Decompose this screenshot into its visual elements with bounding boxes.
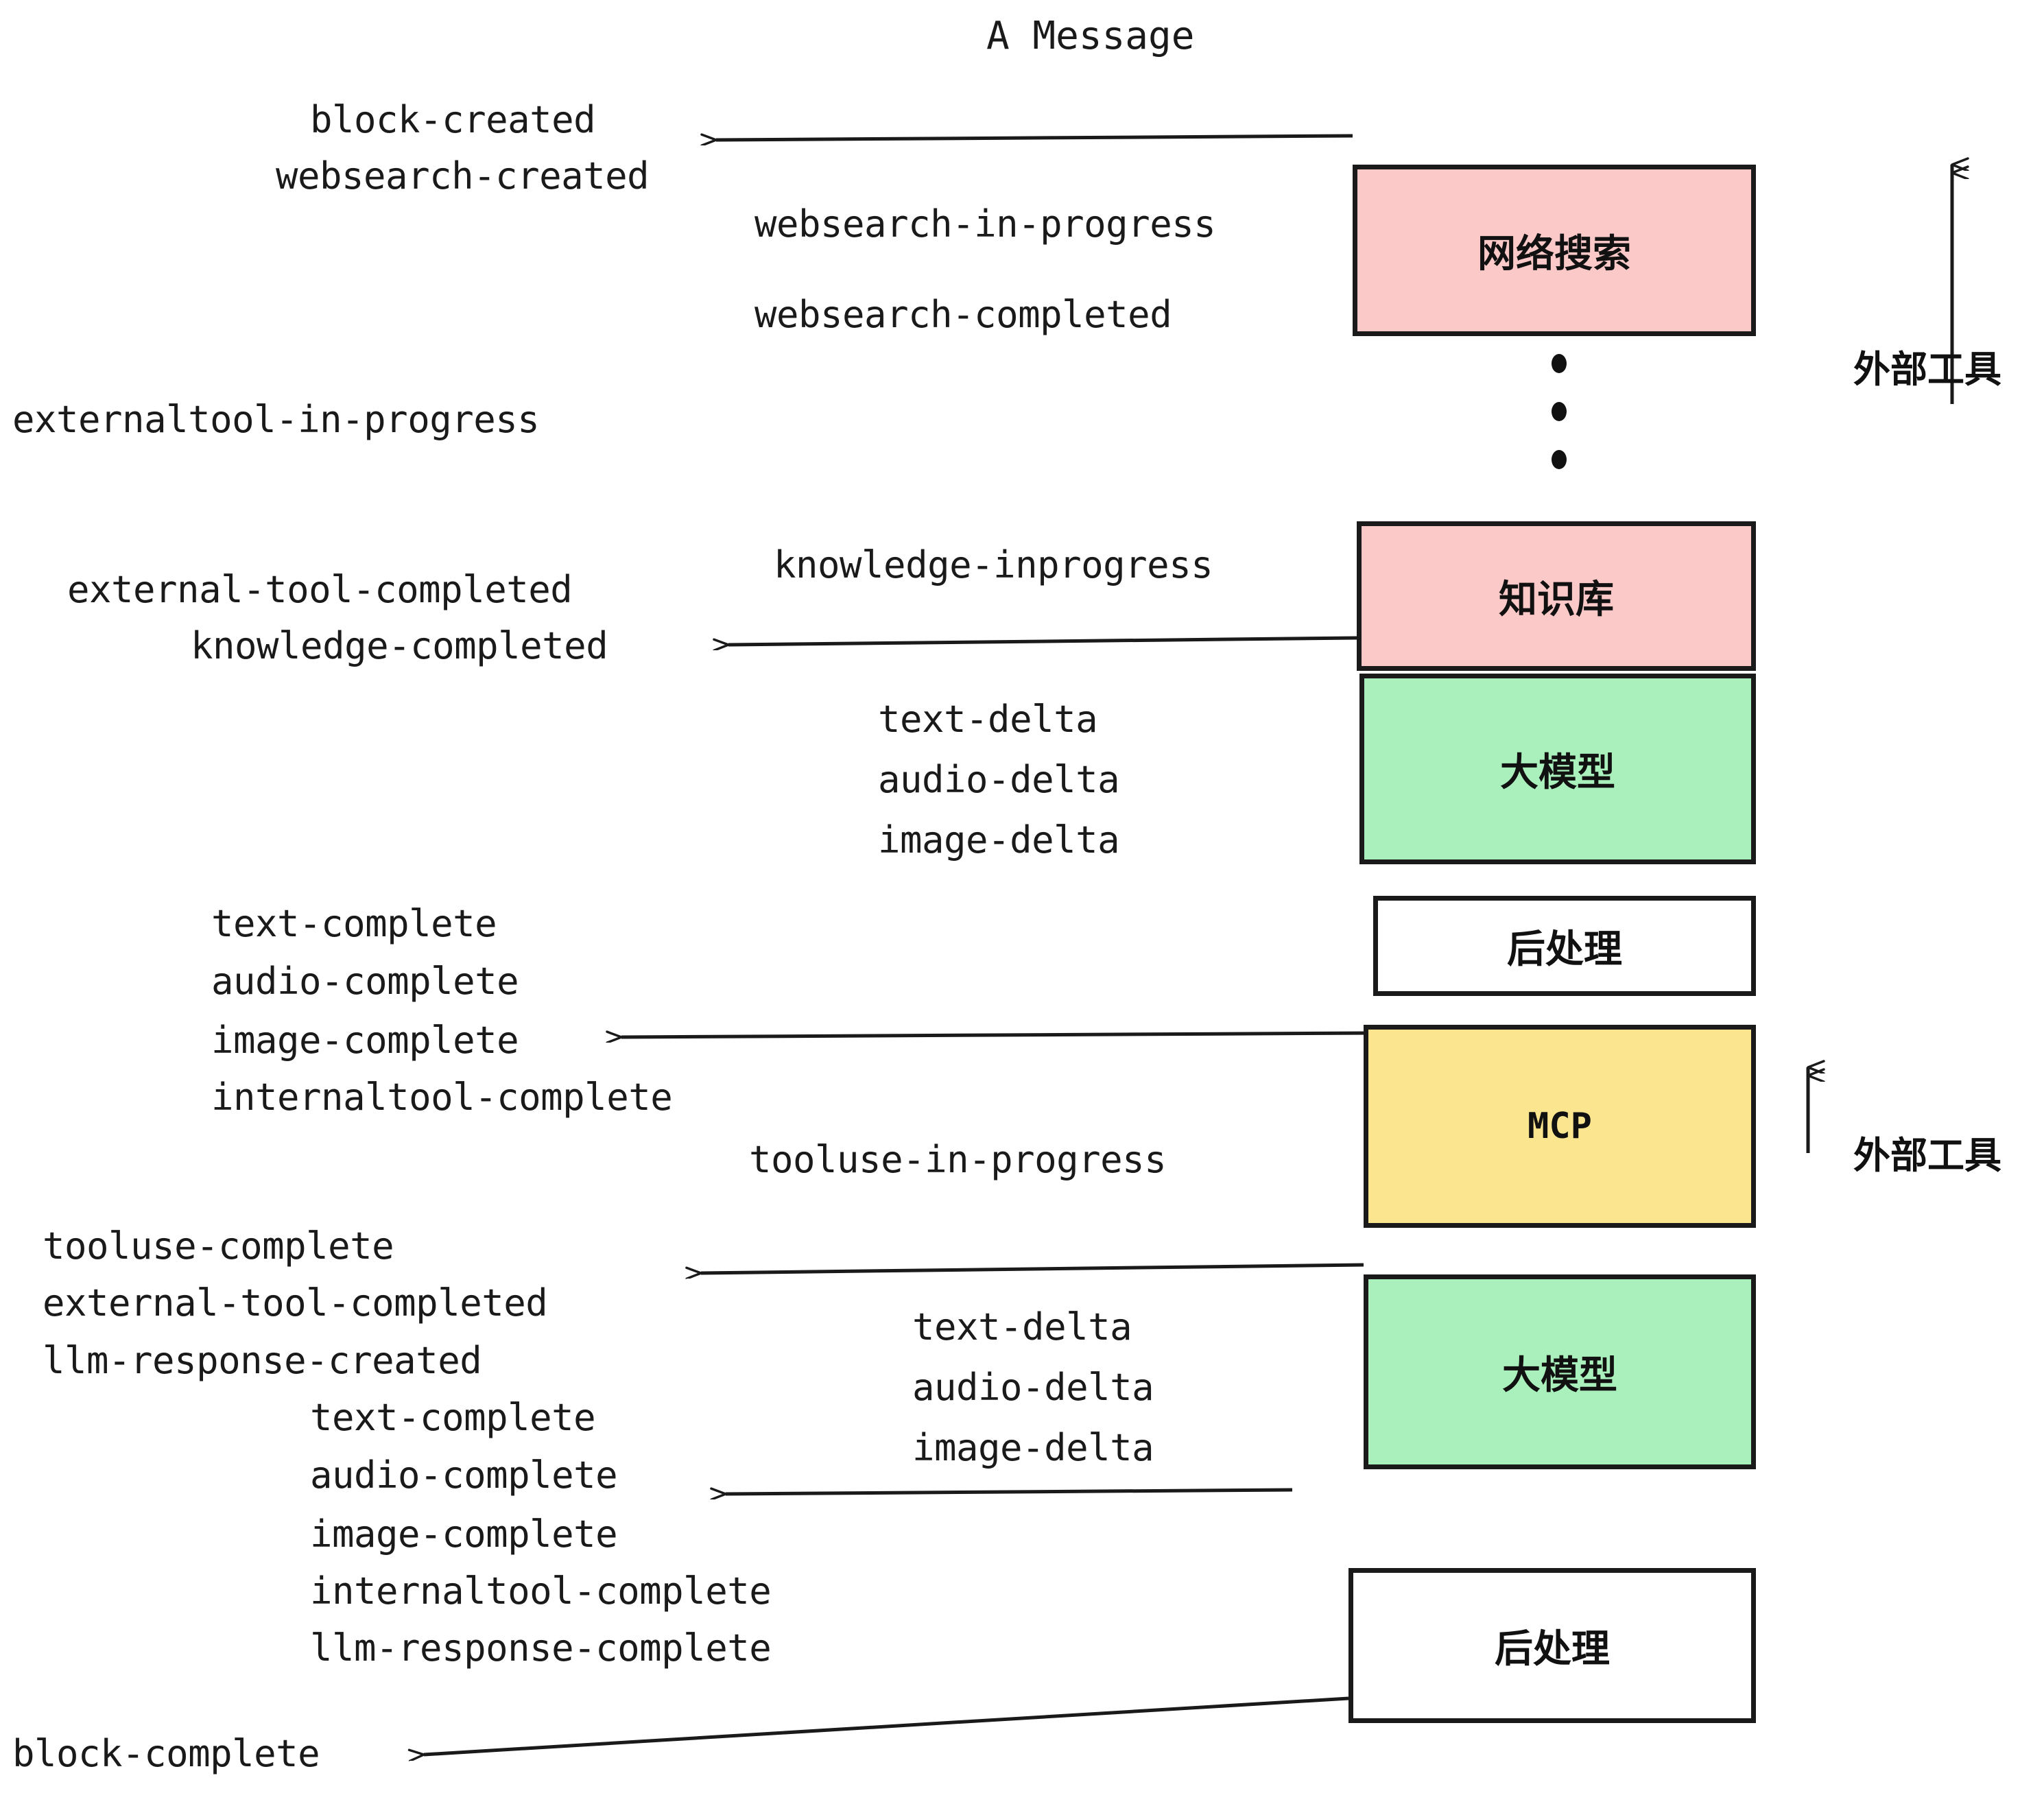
event-label: websearch-created: [276, 154, 650, 198]
event-label: image-delta: [912, 1426, 1154, 1469]
process-box-label: 知识库: [1499, 577, 1614, 622]
page-title: A Message: [986, 14, 1195, 58]
event-label: audio-delta: [878, 758, 1120, 801]
event-label: audio-delta: [912, 1366, 1154, 1409]
event-label: internaltool-complete: [211, 1076, 673, 1119]
process-box-label: 网络搜索: [1477, 231, 1631, 276]
event-label: audio-complete: [310, 1453, 618, 1497]
arrow-block-complete: [424, 1696, 1349, 1755]
event-label: externaltool-in-progress: [12, 398, 540, 441]
event-label: text-delta: [912, 1305, 1132, 1349]
event-label: llm-response-created: [43, 1339, 482, 1382]
event-label: internaltool-complete: [310, 1569, 772, 1613]
process-box-postprocess-1: 后处理: [1373, 896, 1756, 996]
event-label: tooluse-complete: [43, 1224, 394, 1268]
process-box-label: 后处理: [1507, 927, 1622, 972]
event-label: knowledge-completed: [191, 624, 608, 667]
process-box-postprocess-2: 后处理: [1348, 1568, 1756, 1723]
side-annotation-external-tools-bottom: 外部工具: [1853, 1134, 2001, 1177]
side-annotation-external-tools-top: 外部工具: [1853, 348, 2001, 391]
process-box-label: 大模型: [1502, 1353, 1617, 1398]
process-box-label: MCP: [1528, 1106, 1592, 1147]
process-box-label: 后处理: [1495, 1626, 1610, 1672]
event-label: external-tool-completed: [67, 568, 573, 611]
event-label: tooluse-in-progress: [749, 1138, 1167, 1181]
arrow-audio-complete: [726, 1490, 1293, 1494]
event-label: audio-complete: [211, 960, 519, 1003]
arrow-knowledge-completed: [728, 636, 1357, 645]
process-box-knowledge: 知识库: [1357, 521, 1756, 671]
event-label: block-created: [310, 98, 596, 141]
event-label: llm-response-complete: [310, 1626, 772, 1670]
arrow-block-created: [716, 136, 1353, 140]
process-box-llm-1: 大模型: [1359, 674, 1756, 864]
event-label: websearch-in-progress: [754, 202, 1216, 246]
event-label: external-tool-completed: [43, 1281, 548, 1325]
arrow-tooluse-complete: [701, 1263, 1364, 1273]
process-box-mcp: MCP: [1364, 1025, 1756, 1228]
event-label: text-complete: [211, 902, 497, 945]
arrow-image-complete: [621, 1033, 1374, 1037]
process-box-label: 大模型: [1500, 750, 1615, 795]
event-label: image-delta: [878, 818, 1120, 862]
event-label: block-complete: [12, 1732, 320, 1775]
ellipsis-dot-icon: [1552, 450, 1567, 469]
event-label: websearch-completed: [754, 293, 1172, 336]
ellipsis-dot-icon: [1552, 402, 1567, 421]
ellipsis-dot-icon: [1552, 354, 1567, 373]
event-label: image-complete: [211, 1019, 519, 1062]
event-label: text-delta: [878, 698, 1098, 741]
event-label: knowledge-inprogress: [774, 543, 1213, 586]
process-box-websearch: 网络搜索: [1353, 165, 1756, 336]
event-label: text-complete: [310, 1396, 596, 1439]
event-label: image-complete: [310, 1512, 618, 1556]
process-box-llm-2: 大模型: [1364, 1274, 1756, 1469]
